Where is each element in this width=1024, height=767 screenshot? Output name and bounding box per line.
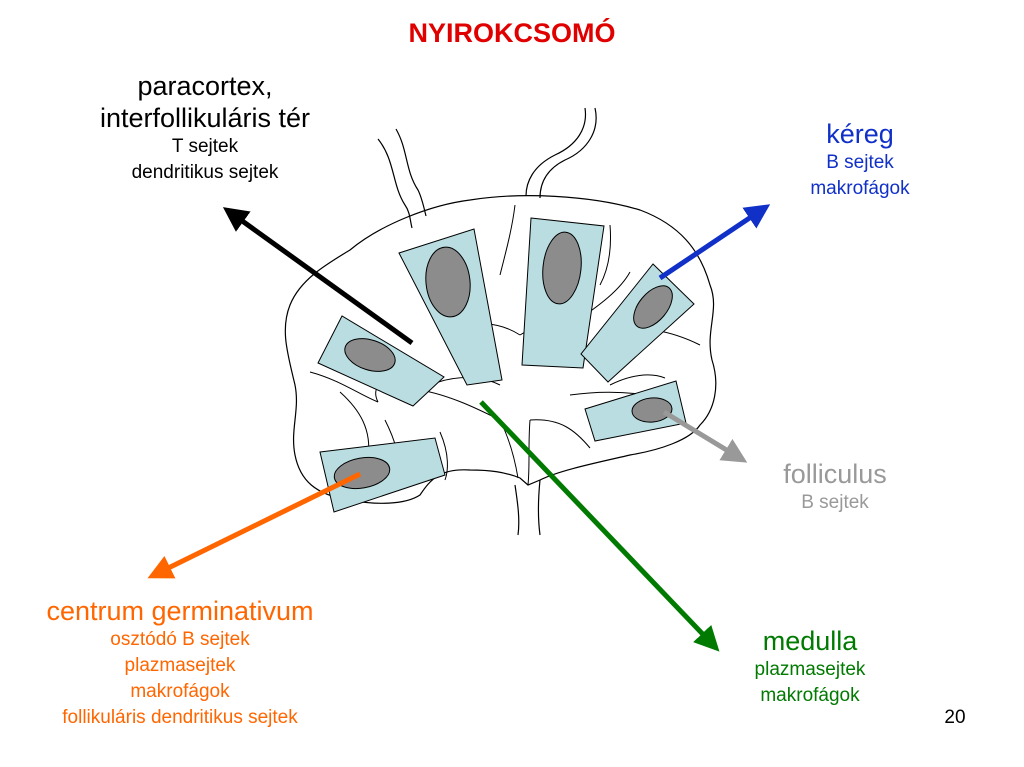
germinal-center: [631, 397, 673, 423]
folliculus-line-1: B sejtek: [801, 492, 869, 513]
medulla-line-2: makrofágok: [760, 685, 860, 706]
slide-title: NYIROKCSOMÓ: [408, 18, 616, 48]
afferent-vessel-top-2: [525, 107, 587, 197]
germinal-center: [344, 338, 396, 372]
germinal-center: [425, 246, 471, 318]
centrum-line-3: makrofágok: [130, 681, 230, 702]
label-kereg: kéreg B sejtek makrofágok: [760, 118, 960, 202]
follicle-2: [398, 228, 503, 386]
follicle-1: [317, 315, 445, 407]
trabecula: [419, 389, 501, 421]
label-paracortex: paracortex, interfollikuláris tér T sejt…: [40, 70, 370, 186]
germinal-center: [633, 285, 673, 329]
arrow-medulla: [479, 400, 720, 652]
kereg-line-1: B sejtek: [826, 152, 894, 173]
label-centrum-germinativum: centrum germinativum osztódó B sejtek pl…: [0, 595, 360, 731]
kereg-heading: kéreg: [826, 119, 894, 149]
arrow-centrum: [147, 471, 362, 579]
trabecula: [529, 419, 591, 449]
arrow-paracortex: [222, 207, 414, 346]
trabecula: [599, 224, 611, 286]
follicle-3: [521, 217, 605, 369]
label-medulla: medulla plazmasejtek makrofágok: [710, 625, 910, 709]
centrum-line-1: osztódó B sejtek: [110, 629, 250, 650]
paracortex-heading-2: interfollikuláris tér: [99, 103, 311, 133]
follicle-4: [580, 263, 695, 383]
paracortex-heading-1: paracortex,: [137, 71, 273, 101]
arrow-folliculus: [662, 409, 748, 463]
folliculus-heading: folliculus: [783, 459, 887, 489]
germinal-center: [542, 231, 582, 305]
paracortex-line-1: T sejtek: [171, 136, 239, 157]
centrum-heading: centrum germinativum: [46, 596, 314, 626]
follicle-5: [584, 380, 687, 442]
afferent-vessel-left: [377, 138, 413, 229]
medulla-heading: medulla: [762, 626, 858, 656]
trabecula: [609, 374, 666, 386]
trabecula: [499, 204, 516, 276]
kereg-line-2: makrofágok: [810, 178, 910, 199]
medulla-line-1: plazmasejtek: [754, 659, 866, 680]
label-folliculus: folliculus B sejtek: [735, 458, 935, 516]
centrum-line-2: plazmasejtek: [124, 655, 236, 676]
centrum-line-4: follikuláris dendritikus sejtek: [62, 707, 298, 728]
paracortex-line-2: dendritikus sejtek: [131, 162, 279, 183]
arrow-kereg: [658, 204, 771, 281]
afferent-vessel-left-2: [395, 128, 427, 217]
trabecula: [439, 431, 448, 481]
node-capsule: [284, 195, 717, 504]
page-number: 20: [944, 707, 966, 728]
follicle-6: [319, 437, 446, 513]
efferent-vessel-2: [537, 479, 541, 536]
efferent-vessel: [514, 484, 520, 536]
afferent-vessel-top: [539, 107, 597, 199]
trabecula: [309, 371, 379, 403]
